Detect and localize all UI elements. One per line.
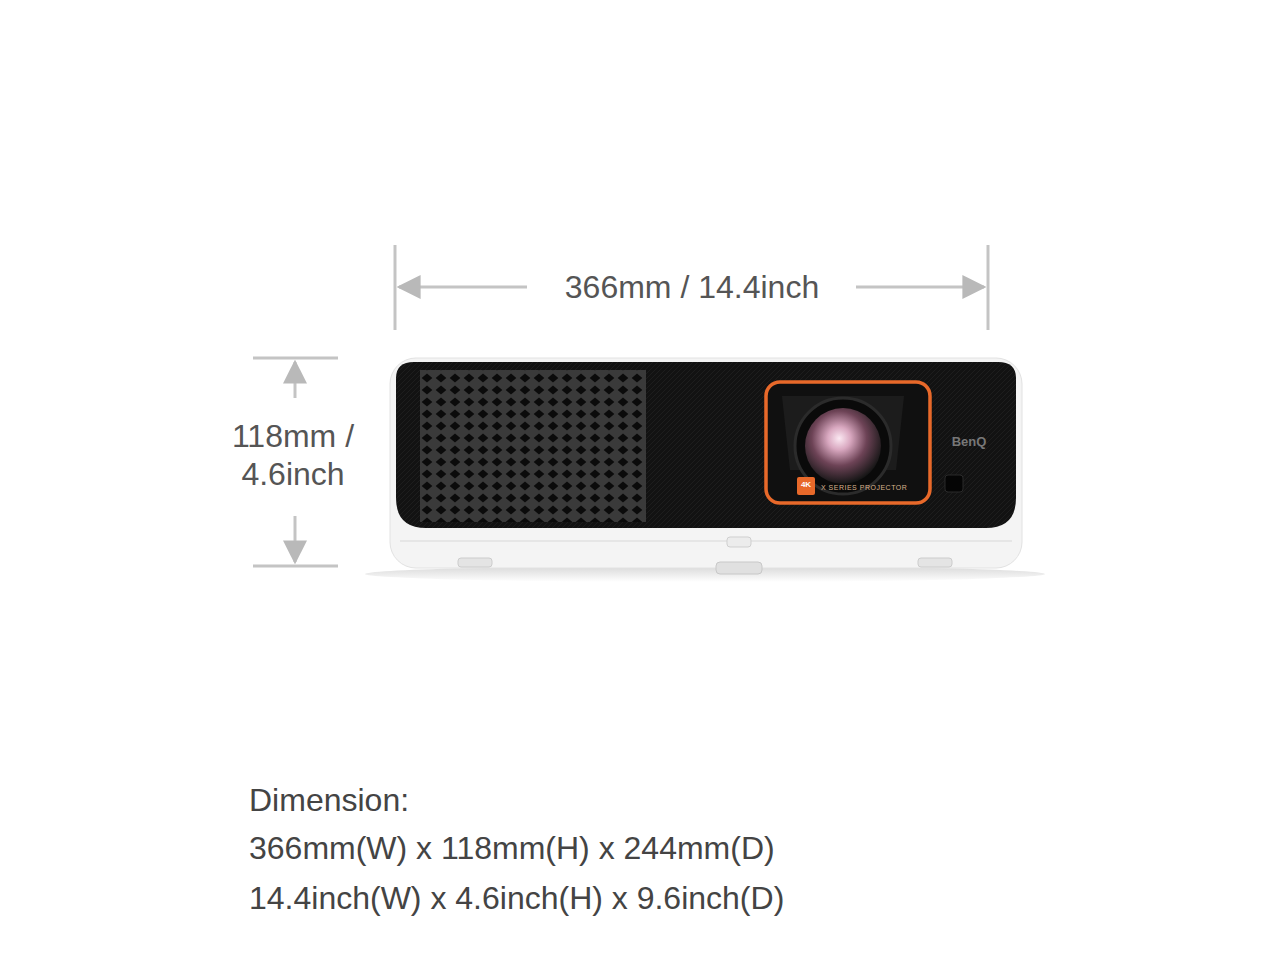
brand-logo: BenQ xyxy=(952,434,987,450)
foot xyxy=(918,558,952,567)
dimension-arrow xyxy=(856,286,984,289)
foot xyxy=(458,558,492,567)
dimension-arrow xyxy=(399,286,527,289)
housing xyxy=(390,358,1022,568)
extension-line xyxy=(987,245,990,330)
ir-sensor xyxy=(945,475,963,492)
dimension-arrow xyxy=(294,362,297,398)
dimension-label: 118mm / 4.6inch xyxy=(214,417,372,494)
badge xyxy=(797,477,815,495)
front-panel xyxy=(396,362,1016,528)
seam xyxy=(400,540,1012,542)
vent-grille xyxy=(420,370,646,522)
spec-line: 14.4inch(W) x 4.6inch(H) x 9.6inch(D) xyxy=(249,879,784,917)
badge-text: 4K xyxy=(801,480,811,490)
adjust-foot xyxy=(716,562,762,574)
release-button xyxy=(727,537,751,547)
lens-ring xyxy=(795,398,891,494)
series-label: X SERIES PROJECTOR xyxy=(821,484,907,492)
spec-line: 366mm(W) x 118mm(H) x 244mm(D) xyxy=(249,829,775,867)
lens xyxy=(805,408,881,484)
dimension-arrow xyxy=(294,516,297,562)
width-dimension xyxy=(395,245,988,330)
lens-frame xyxy=(766,382,930,503)
spec-heading: Dimension: xyxy=(249,781,409,819)
extension-line xyxy=(253,357,338,360)
projector xyxy=(365,358,1045,582)
dimension-label: 366mm / 14.4inch xyxy=(561,268,823,306)
extension-line xyxy=(253,565,338,568)
extension-line xyxy=(394,245,397,330)
